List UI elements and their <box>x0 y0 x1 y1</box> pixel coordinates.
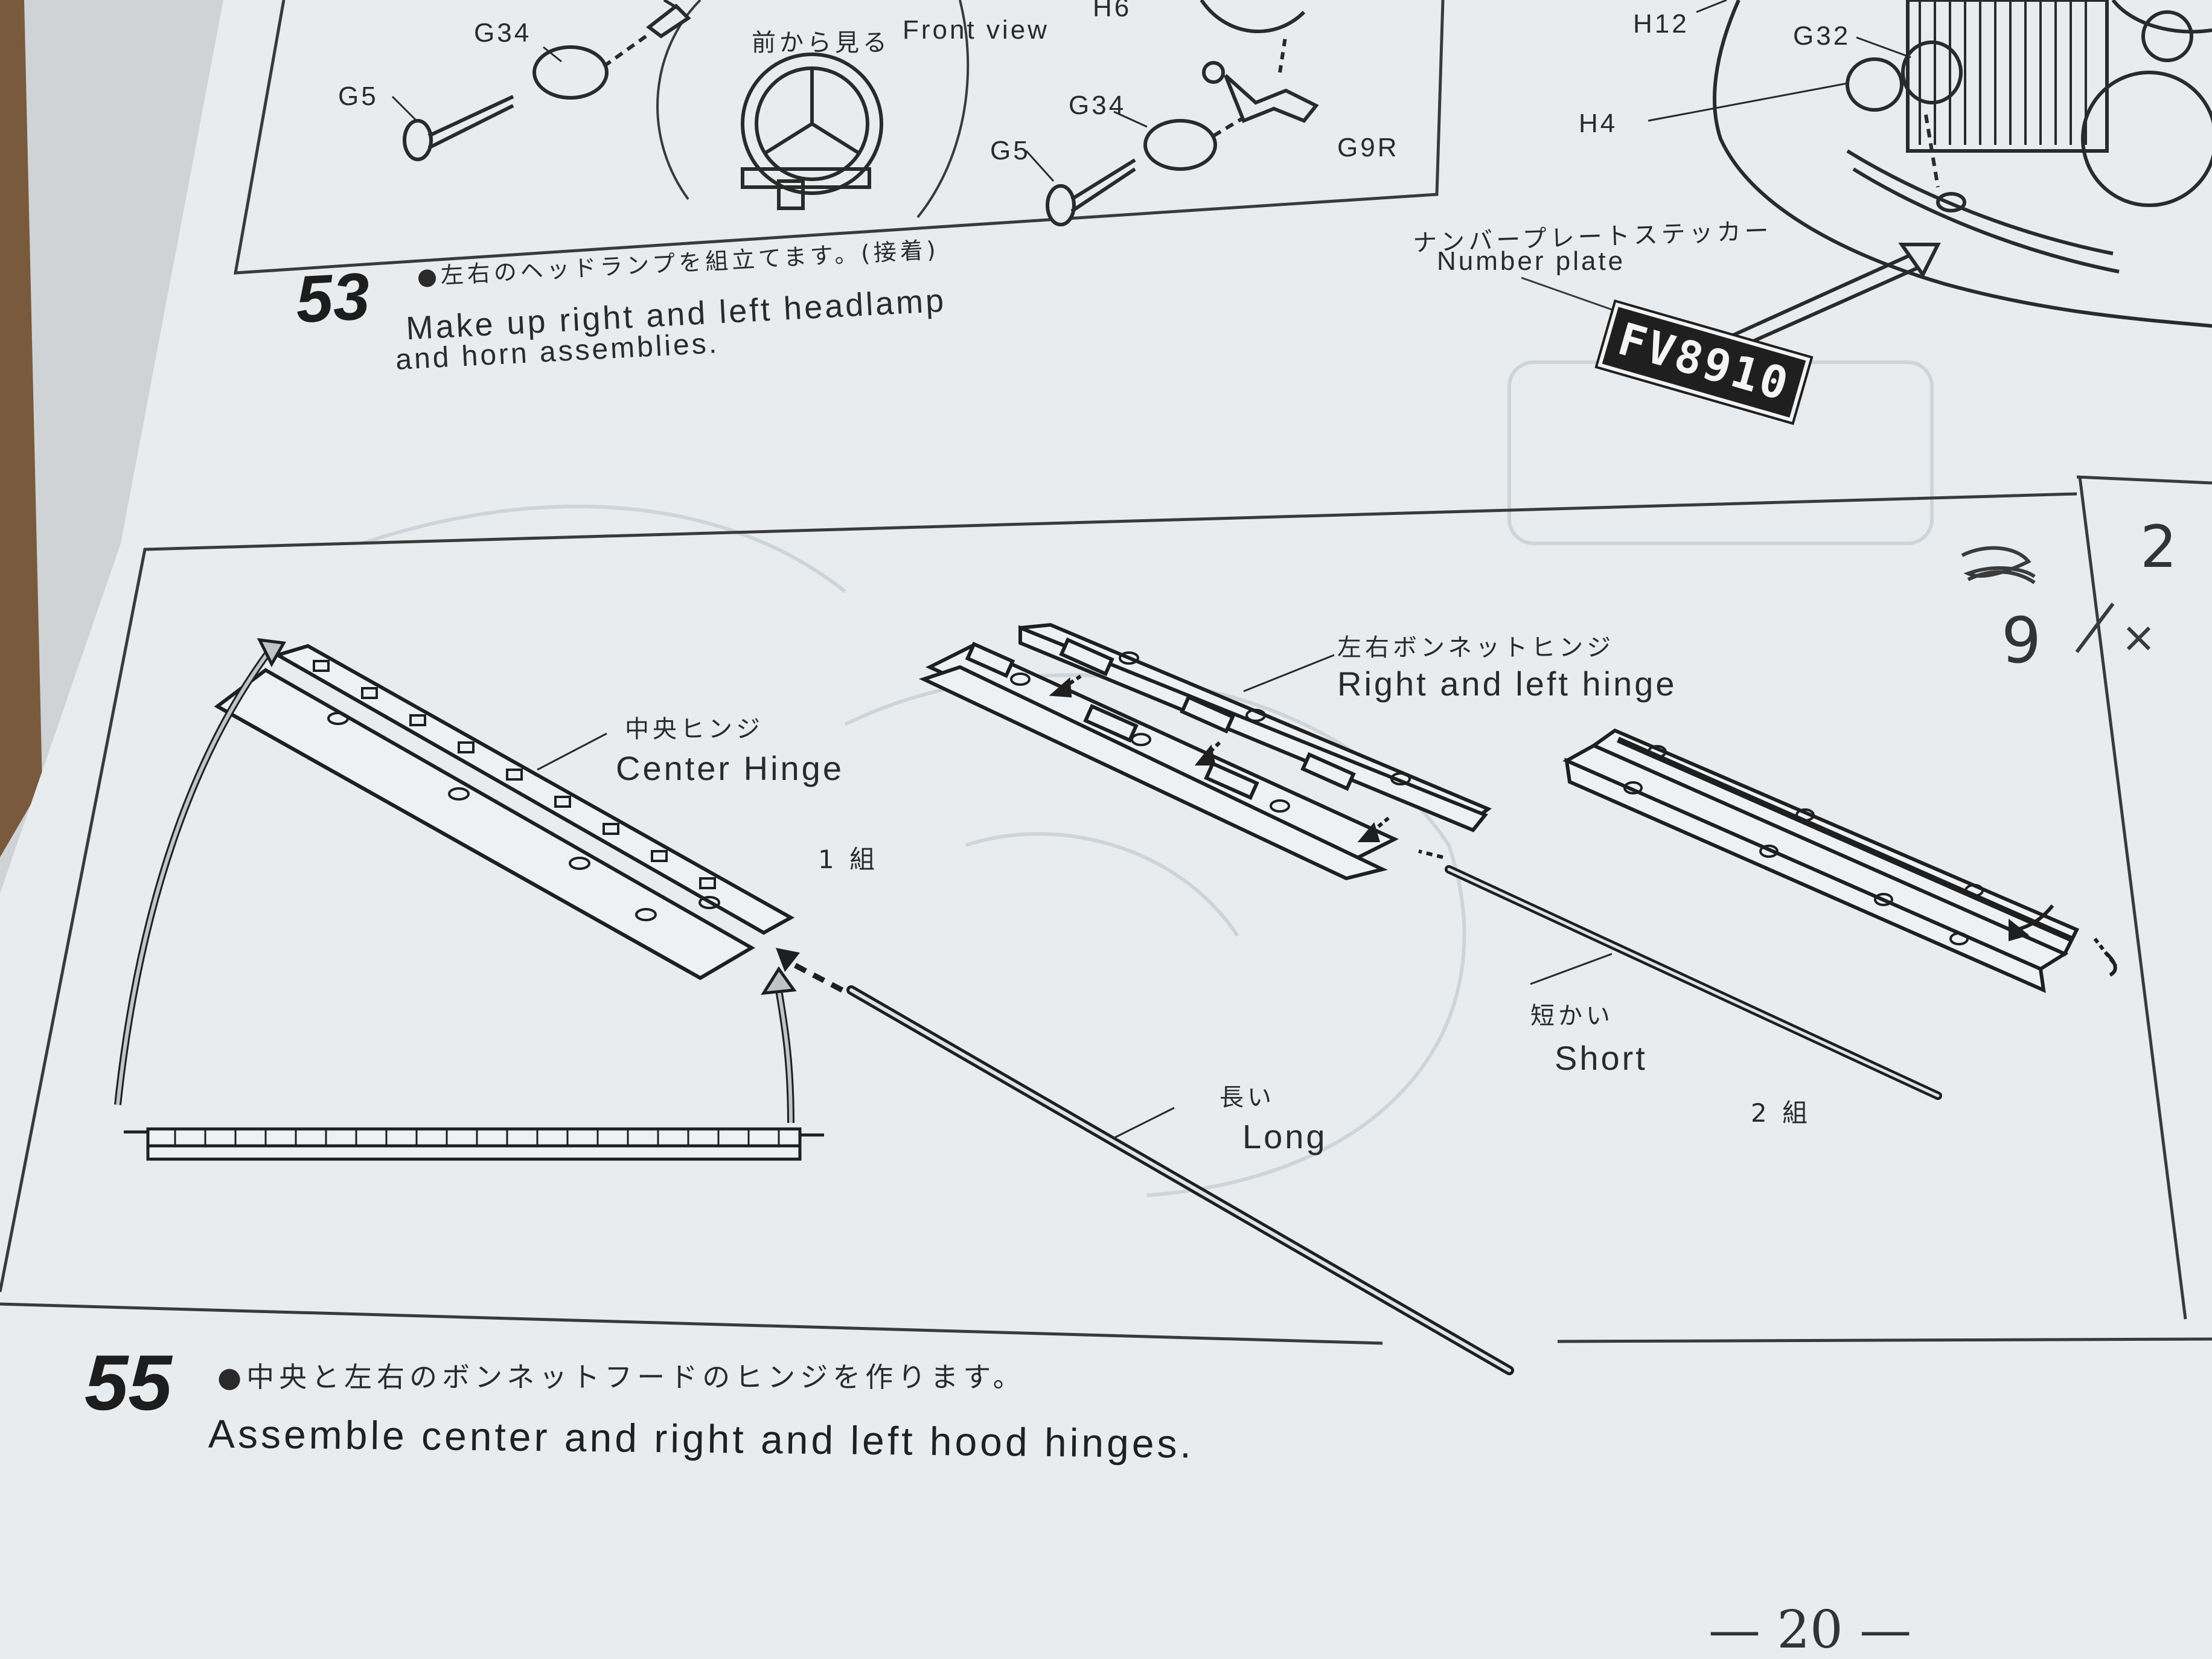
step55-number: 55 <box>85 1338 172 1427</box>
car-front-illustration <box>1713 0 2212 328</box>
long-rod-jp-label: 長い <box>1219 1084 1275 1111</box>
part-label-g34-right: G34 <box>1069 91 1127 120</box>
step55-frame-right <box>2078 476 2187 1320</box>
short-rod-en-label: Short <box>1555 1039 1648 1077</box>
part-label-h4: H4 <box>1579 109 1618 138</box>
step55-frame-bottom-left <box>0 1302 1383 1345</box>
center-hinge-quantity: 1 組 <box>818 845 879 874</box>
number-plate-arrow <box>1725 243 1941 351</box>
front-view-jp-label: 前から見る <box>752 29 890 57</box>
side-hinge-jp-label: 左右ボンネットヒンジ <box>1337 634 1615 662</box>
step55-frame-top <box>0 492 2077 1293</box>
part-label-g5-right: G5 <box>990 136 1031 165</box>
center-hinge-flat-drawing <box>124 1127 824 1161</box>
handwritten-nine: 9 <box>2001 604 2042 677</box>
part-label-g5-left: G5 <box>338 82 379 111</box>
page-number: — 20 — <box>1709 1600 1912 1659</box>
hinge-leader-lines <box>537 654 1613 1139</box>
horn-assembly-right <box>1046 0 1319 226</box>
part-label-g9r: G9R <box>1337 133 1399 162</box>
part-label-g32: G32 <box>1793 21 1851 51</box>
step55-jp-caption: ●中央と左右のボンネットフードのヒンジを作ります。 <box>217 1361 1026 1393</box>
step55-frame-top-right <box>2076 475 2212 485</box>
pin-insert-arrow <box>783 957 844 993</box>
short-rod-jp-label: 短かい <box>1530 1002 1614 1030</box>
step53-frame <box>233 0 1445 275</box>
front-view-steering-wheel <box>741 53 883 210</box>
part-label-h12: H12 <box>1633 9 1689 39</box>
center-hinge-en-label: Center Hinge <box>616 749 844 787</box>
long-rod-en-label: Long <box>1242 1117 1328 1156</box>
center-hinge-jp-label: 中央ヒンジ <box>625 715 764 743</box>
show-through-print <box>362 360 1934 1197</box>
handwritten-scribble <box>1961 546 2151 653</box>
short-rod <box>1445 865 1942 1100</box>
side-hinge-assembly-arrows <box>1049 674 1443 859</box>
side-hinge-assembled-drawing <box>1562 728 2118 993</box>
step53-number: 53 <box>293 258 372 337</box>
pin-insert-arrowhead <box>776 948 800 972</box>
side-hinge-exploded-drawing <box>918 622 1492 881</box>
side-hinge-quantity: 2 組 <box>1751 1098 1812 1128</box>
handwritten-two: 2 <box>2140 513 2178 581</box>
step55-frame-bottom-right <box>1557 1337 2212 1343</box>
front-view-en-label: Front view <box>903 15 1049 45</box>
number-plate-en-label: Number plate <box>1437 246 1626 276</box>
front-view-circle-right <box>916 0 970 219</box>
horn-assembly-left <box>403 4 691 161</box>
long-rod <box>846 985 1514 1375</box>
center-hinge-drawing <box>214 644 795 980</box>
part-leader-lines <box>391 0 1911 182</box>
horn-bolt <box>663 0 680 11</box>
part-label-h6: H6 <box>1093 0 1132 22</box>
fold-arrows <box>114 638 797 1124</box>
side-hinge-en-label: Right and left hinge <box>1337 665 1677 703</box>
part-label-g34-left: G34 <box>474 18 532 48</box>
